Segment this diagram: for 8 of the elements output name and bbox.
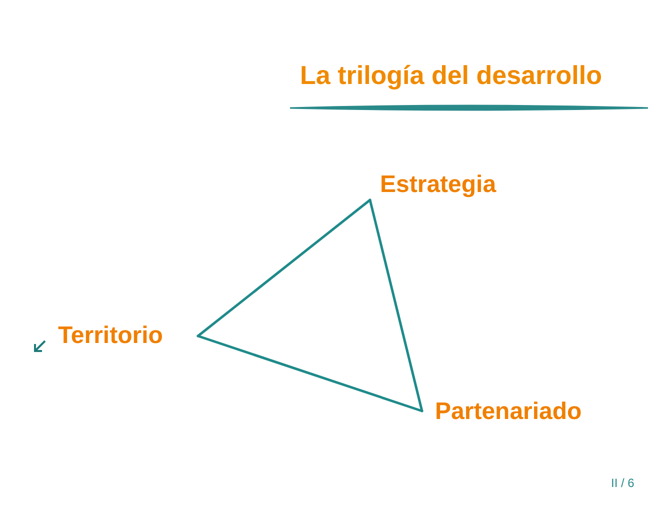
- node-label: Partenariado: [422, 397, 582, 427]
- node-label: Territorio: [58, 321, 171, 351]
- title: La trilogía del desarrollo: [300, 60, 602, 91]
- triangle-side: [368, 198, 424, 412]
- node-label: Estrategia: [368, 170, 496, 200]
- triangle-side: [196, 198, 372, 338]
- page-number: II / 6: [611, 476, 634, 490]
- triangle-side: [196, 334, 424, 412]
